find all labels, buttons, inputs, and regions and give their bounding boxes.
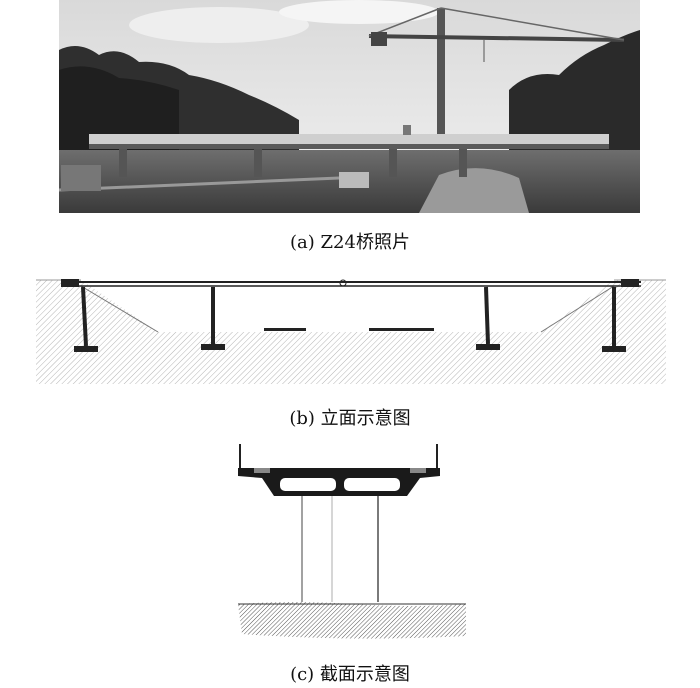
bridge-photo-graphic [59, 0, 640, 213]
cross-section-diagram [232, 438, 472, 640]
elevation-diagram [36, 268, 666, 390]
elevation-graphic [36, 279, 666, 384]
panel-c-caption: (c) 截面示意图 [290, 664, 410, 685]
bridge-photo [59, 0, 640, 213]
panel-a-caption: (a) Z24桥照片 [290, 232, 410, 253]
cross-section-graphic [238, 444, 466, 639]
panel-b-caption: (b) 立面示意图 [289, 408, 411, 429]
